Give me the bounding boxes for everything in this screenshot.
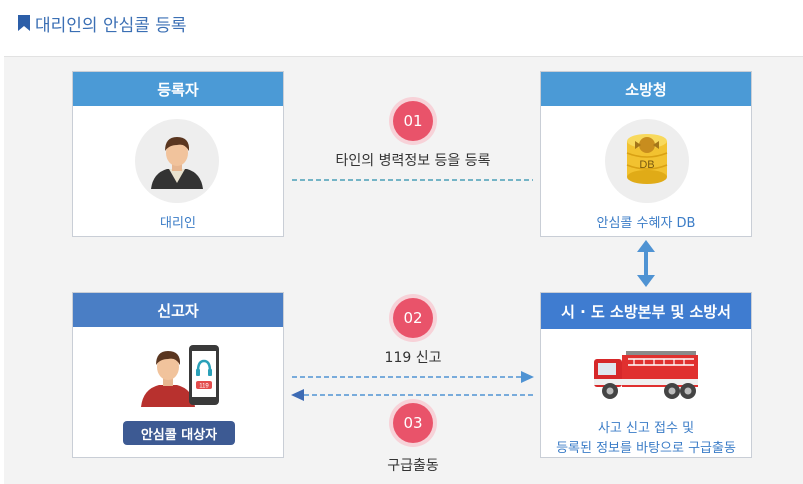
step-01-label: 타인의 병력정보 등을 등록 (335, 153, 491, 169)
fire-agency-title: 소방청 (541, 72, 751, 106)
step-03-badge: 03 (393, 403, 433, 443)
fire-agency-box: 소방청 DB 안심콜 수혜자 DB (540, 71, 752, 237)
page-title: 대리인의 안심콜 등록 (18, 12, 187, 36)
person-avatar (135, 119, 219, 203)
registrant-caption: 대리인 (160, 216, 196, 231)
fire-station-box: 시 · 도 소방본부 및 소방서 사고 신고 접수 및 등록된 정보를 바탕으로… (540, 292, 752, 458)
fire-truck-icon (594, 351, 698, 399)
page-title-text: 대리인의 안심콜 등록 (35, 15, 187, 36)
step-02-label: 119 신고 (384, 350, 442, 366)
reporter-badge: 안심콜 대상자 (123, 421, 235, 445)
bookmark-icon (18, 15, 30, 31)
db-circle: DB (605, 119, 689, 203)
database-icon: DB (626, 134, 668, 184)
fire-station-caption-line2: 등록된 정보를 바탕으로 구급출동 (556, 441, 736, 456)
registrant-title: 등록자 (73, 72, 283, 106)
step-03-label: 구급출동 (387, 458, 439, 474)
reporter-title: 신고자 (73, 293, 283, 327)
registrant-box: 등록자 대리인 (72, 71, 284, 237)
fire-station-caption-line1: 사고 신고 접수 및 (597, 421, 695, 436)
phone-119-label: 119 (199, 384, 209, 390)
step-01-badge: 01 (393, 101, 433, 141)
reporter-box: 신고자 119 안심콜 대상자 (72, 292, 284, 458)
db-label: DB (639, 159, 654, 171)
fire-agency-caption: 안심콜 수혜자 DB (596, 216, 696, 231)
person-icon (151, 137, 203, 189)
fire-station-title: 시 · 도 소방본부 및 소방서 (541, 293, 751, 329)
step-02-badge: 02 (393, 298, 433, 338)
caller-icon: 119 (141, 345, 219, 407)
